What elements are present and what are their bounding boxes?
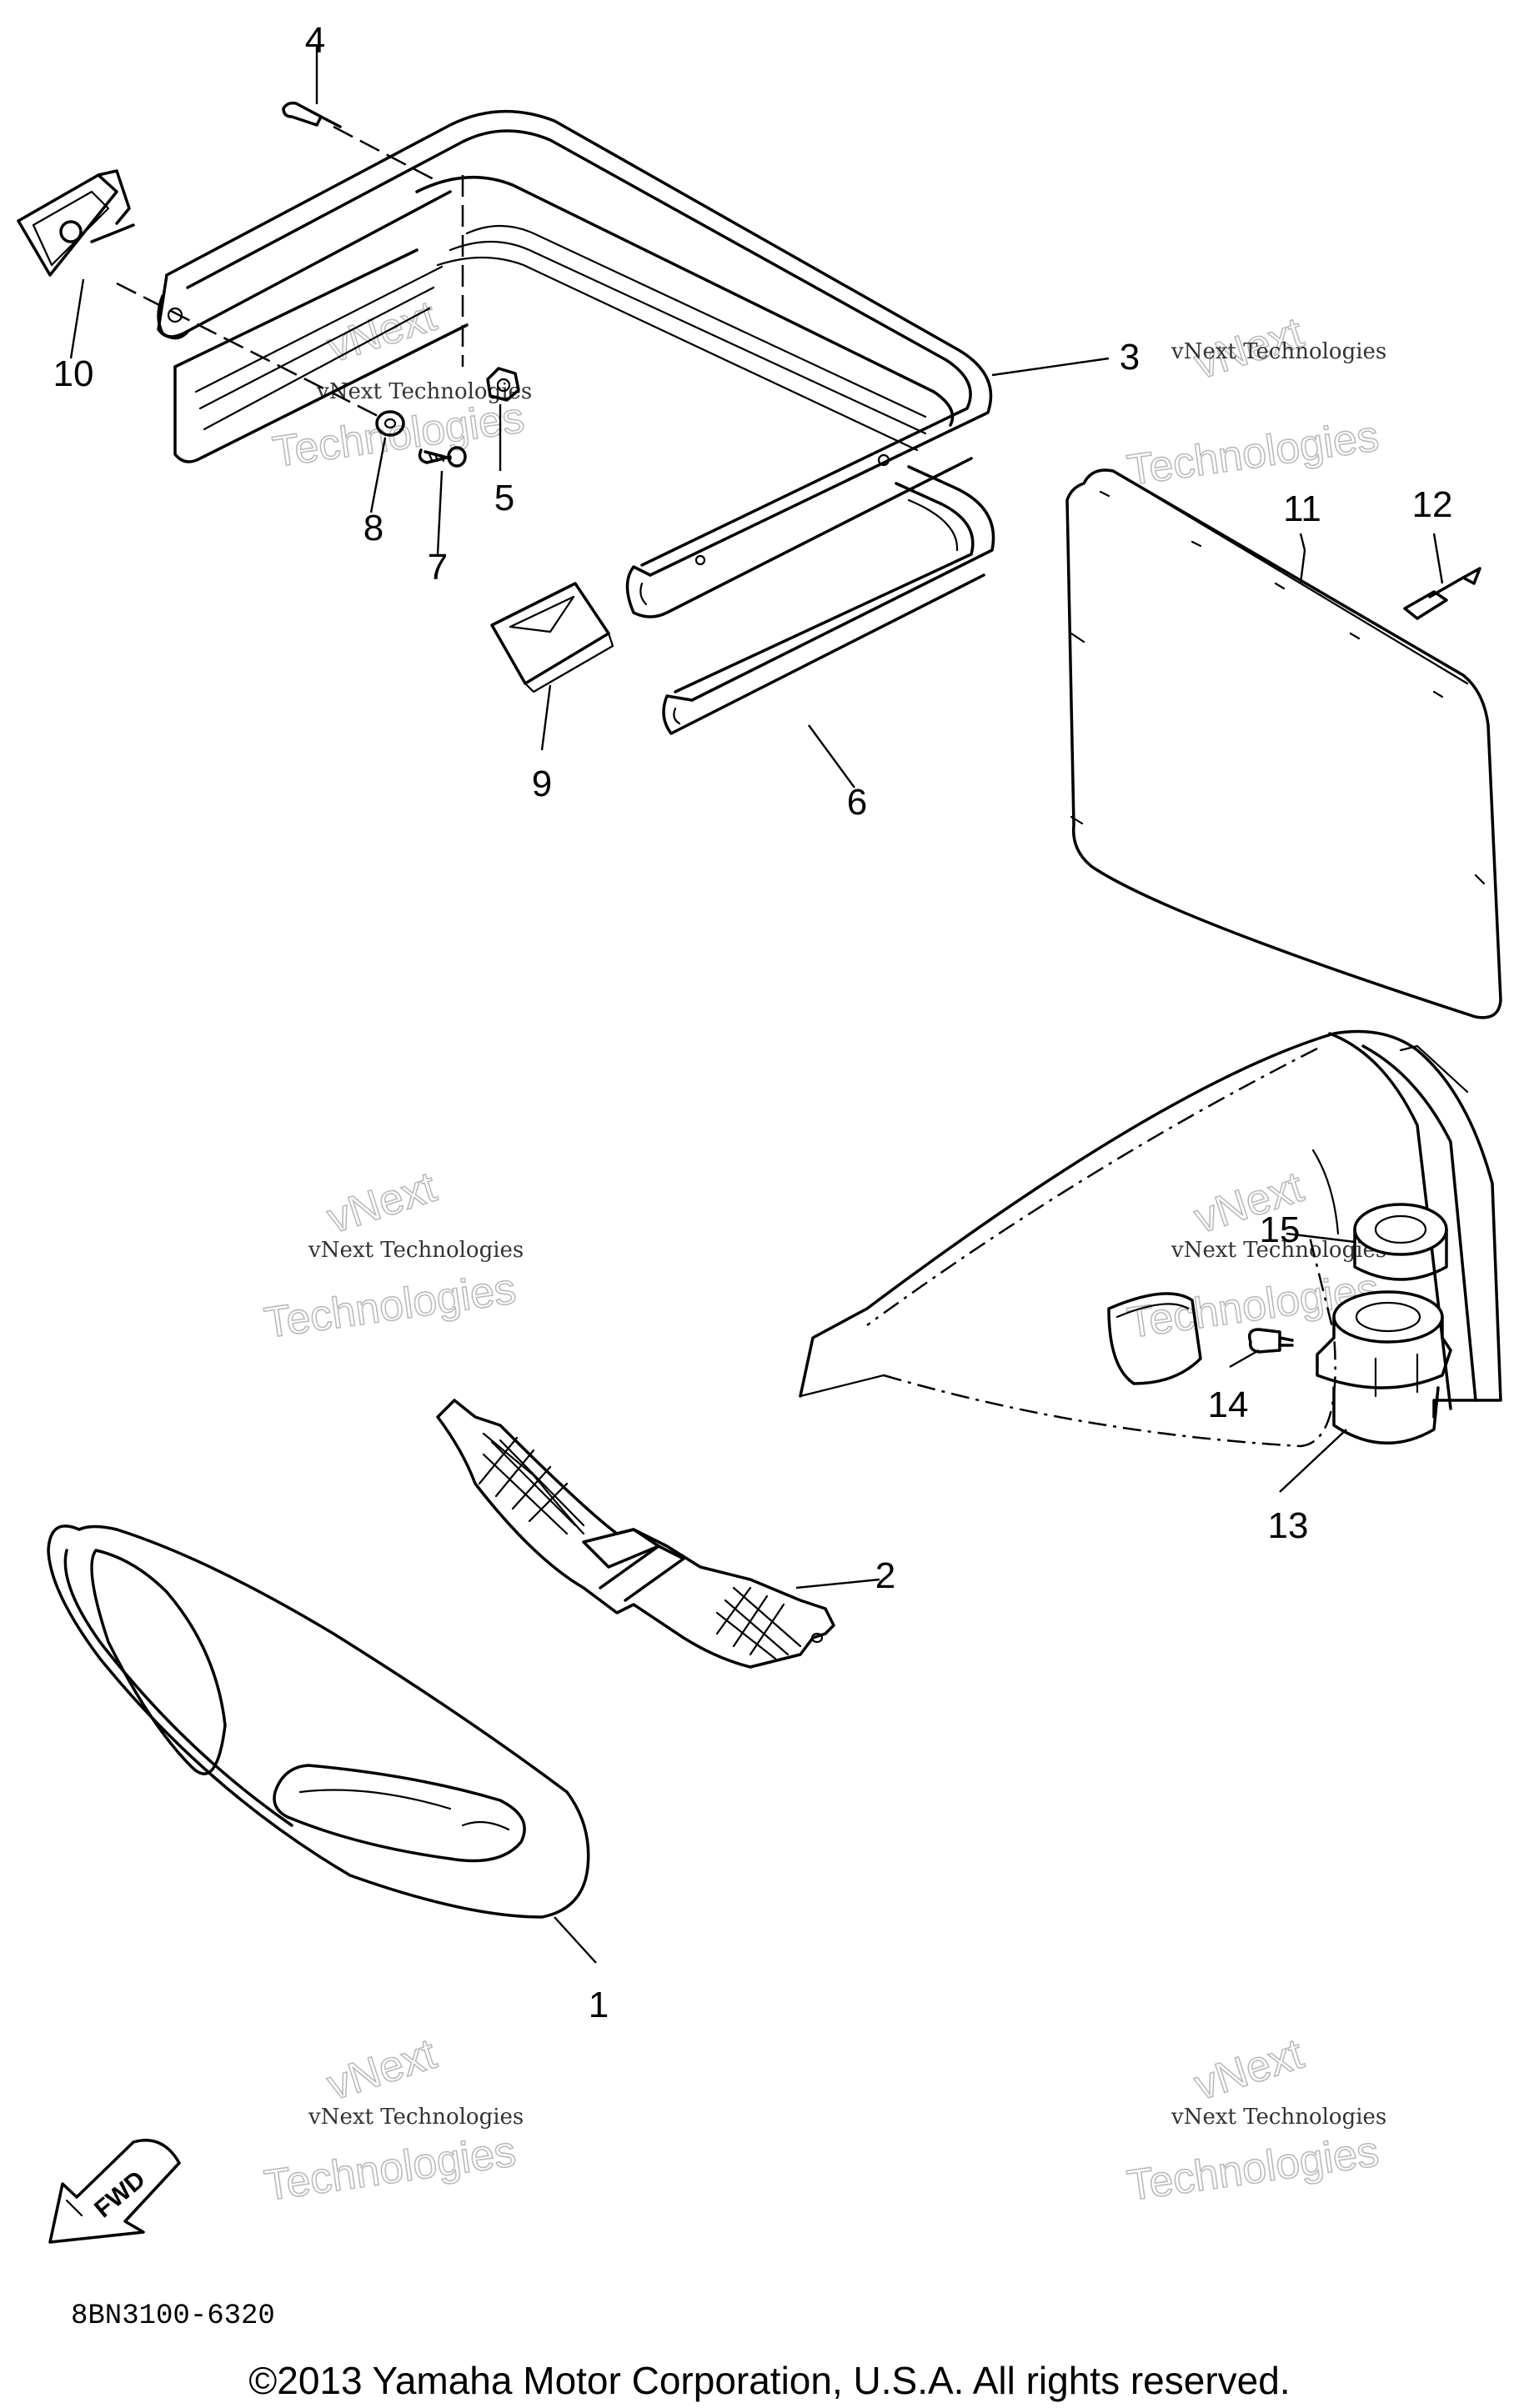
part-11-panel (1065, 468, 1502, 1019)
part-13-fitting (1316, 1290, 1452, 1444)
leader-lines (69, 46, 1444, 1964)
callout-9: 9 (532, 763, 552, 804)
part-3-bumper-rail (157, 109, 993, 618)
watermark-top-right: Technologies vNext vNext Technologies (1124, 308, 1386, 495)
part-10-bracket (17, 169, 135, 277)
watermark-large-text: Technologies (1125, 2127, 1382, 2210)
callout-3: 3 (1120, 337, 1140, 378)
diagram-code: 8BN3100-6320 (71, 2300, 275, 2332)
part-5-nut (486, 367, 520, 402)
callout-5: 5 (494, 478, 514, 518)
callout-11: 11 (1283, 488, 1321, 529)
watermark-arc-text: vNext (322, 292, 443, 372)
watermark-top-left: Technologies vNext vNext Technologies (269, 291, 532, 477)
callout-15: 15 (1260, 1209, 1301, 1250)
part-14-clip (1248, 1328, 1294, 1354)
watermark-large-text: Technologies (270, 393, 528, 477)
assembly-line (333, 125, 434, 181)
hull-section (799, 1029, 1502, 1448)
watermark-large-text: Technologies (262, 2127, 519, 2210)
watermark-small-text: vNext Technologies (1171, 2105, 1386, 2130)
part-8-washer (375, 410, 405, 437)
callout-12: 12 (1412, 484, 1453, 525)
callout-2: 2 (875, 1555, 895, 1596)
copyright-notice: ©2013 Yamaha Motor Corporation, U.S.A. A… (248, 2359, 1290, 2402)
callout-14: 14 (1208, 1384, 1249, 1425)
watermark-large-text: Technologies (262, 1264, 519, 1348)
callout-7: 7 (428, 547, 448, 588)
part-12-rivet (1403, 567, 1481, 620)
watermark-mid-left: Technologies vNext vNext Technologies (261, 1162, 524, 1348)
part-15-plug (1353, 1203, 1448, 1281)
part-7-bolt (418, 446, 467, 468)
part-1-handle-cover (47, 1524, 590, 1919)
fwd-direction-arrow: FWD (48, 2139, 181, 2244)
callout-4: 4 (305, 20, 325, 61)
part-4-screw (282, 101, 342, 128)
watermark-bottom-right: Technologies vNext vNext Technologies (1124, 2029, 1386, 2210)
callout-10: 10 (53, 353, 94, 394)
callout-6: 6 (847, 782, 867, 823)
watermark-small-text: vNext Technologies (308, 2105, 524, 2130)
watermark-large-text: Technologies (1125, 412, 1382, 495)
callout-1: 1 (589, 1985, 609, 2025)
watermark-small-text: vNext Technologies (308, 1238, 524, 1263)
assembly-line (116, 282, 380, 418)
callout-numbers: 1 2 3 4 5 6 7 8 9 10 11 12 13 14 15 (53, 20, 1453, 2025)
watermark-small-text: vNext Technologies (1171, 339, 1386, 364)
watermark-arc-text: vNext (1189, 2030, 1310, 2110)
callout-8: 8 (363, 508, 383, 548)
watermark-arc-text: vNext (322, 2030, 443, 2110)
part-6-rubber-strip (662, 465, 995, 735)
part-9-pad (490, 582, 614, 693)
callout-13: 13 (1268, 1505, 1309, 1546)
part-2-grip-strap (436, 1399, 835, 1669)
watermark-arc-text: vNext (322, 1163, 443, 1243)
watermark-bottom-left: Technologies vNext vNext Technologies (261, 2029, 524, 2210)
